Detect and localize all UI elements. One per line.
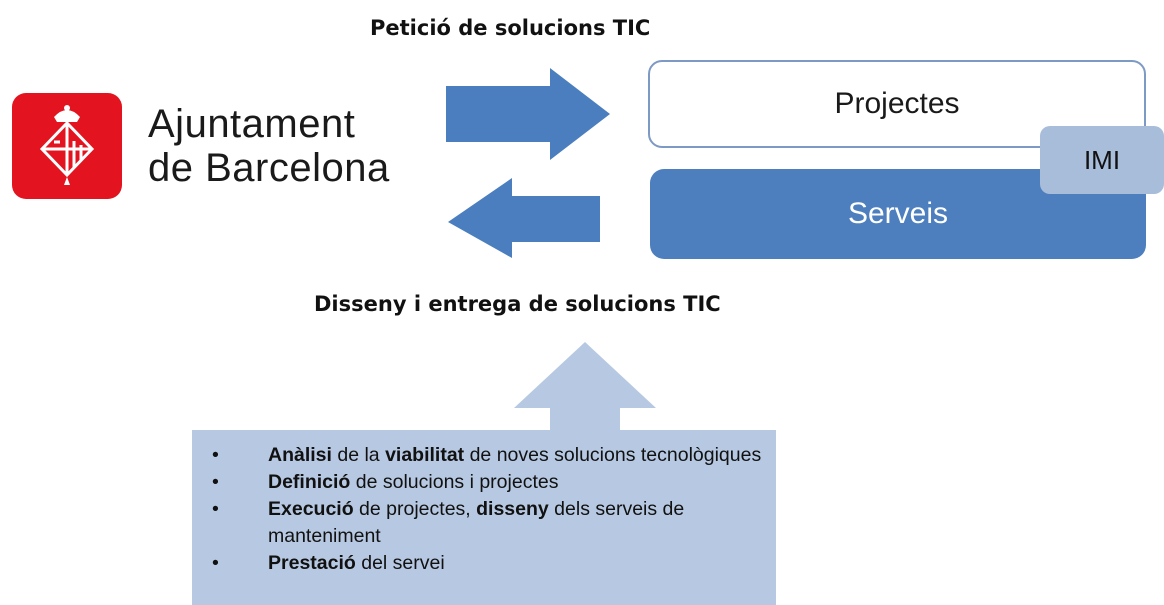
arrow-up-icon [514, 342, 656, 432]
list-item: Execució de projectes, disseny dels serv… [210, 496, 761, 550]
list-item: Anàlisi de la viabilitat de noves soluci… [210, 442, 761, 469]
logo-text-line2: de Barcelona [148, 146, 390, 190]
arrow-right-icon [446, 68, 610, 160]
arrow-left-icon [448, 178, 600, 258]
delivery-label: Disseny i entrega de solucions TIC [314, 292, 721, 316]
coat-of-arms-icon [12, 93, 122, 199]
projectes-box: Projectes [648, 60, 1146, 148]
details-list: Anàlisi de la viabilitat de noves soluci… [210, 442, 761, 577]
logo-text-line1: Ajuntament [148, 102, 356, 146]
list-item: Definició de solucions i projectes [210, 469, 761, 496]
arrows-group [446, 68, 610, 258]
imi-box: IMI [1040, 126, 1164, 194]
list-item: Prestació del servei [210, 550, 761, 577]
request-label: Petició de solucions TIC [370, 16, 651, 40]
